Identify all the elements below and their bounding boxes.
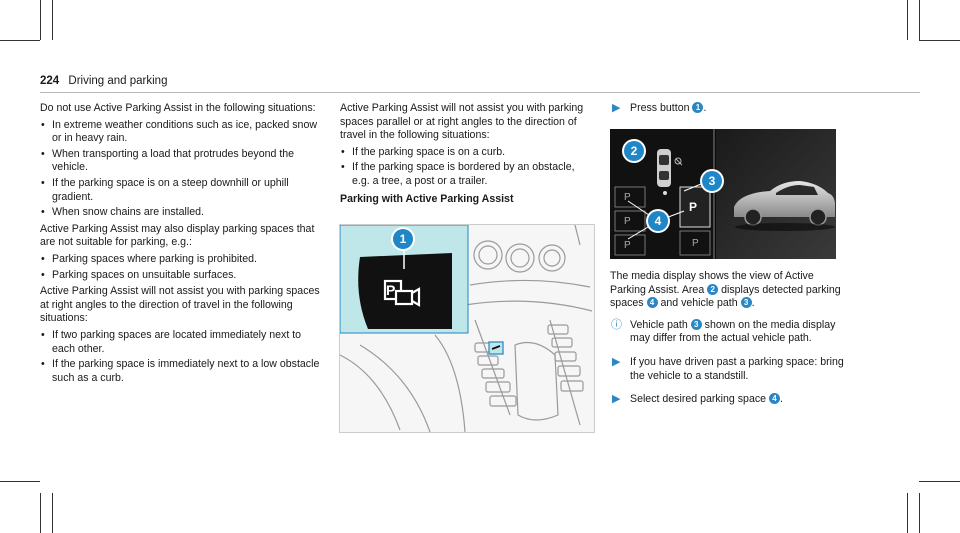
console-drawing: P xyxy=(340,225,593,432)
p-label: P xyxy=(624,240,631,251)
instruction-step: ▶ If you have driven past a parking spac… xyxy=(612,355,844,382)
callout-badge: 3 xyxy=(740,297,752,309)
crop-mark xyxy=(907,493,908,533)
crop-mark xyxy=(0,40,40,41)
callout-badge: 2 xyxy=(707,283,719,295)
figure-description: The media display shows the view of Acti… xyxy=(610,270,841,310)
callout-badge: 1 xyxy=(692,102,704,113)
media-display-screenshot: P P P P P 2 3 4 xyxy=(610,129,836,259)
intro-text: Do not use Active Parking Assist in the … xyxy=(40,102,316,114)
unsuitable-list: Parking spaces where parking is prohibit… xyxy=(40,253,324,282)
list-item: In extreme weather conditions such as ic… xyxy=(40,119,324,146)
paragraph: Active Parking Assist will not assist yo… xyxy=(340,102,584,142)
list-item: If the parking space is immediately next… xyxy=(40,358,324,385)
instruction-step: ▶ Select desired parking space 4. xyxy=(612,393,783,406)
callout-badge: 4 xyxy=(646,297,658,309)
p-label: P xyxy=(689,200,697,214)
page-header: 224 Driving and parking xyxy=(40,75,167,87)
crop-mark xyxy=(919,481,960,482)
info-note: ⓘ Vehicle path 3 shown on the media disp… xyxy=(611,318,836,345)
callout-4: 4 xyxy=(648,211,668,231)
crop-mark xyxy=(919,493,920,533)
column-3-lower: The media display shows the view of Acti… xyxy=(610,270,846,417)
section-heading: Parking with Active Parking Assist xyxy=(340,192,514,205)
callout-3: 3 xyxy=(702,171,722,191)
list-item: Parking spaces on unsuitable surfaces. xyxy=(40,269,324,283)
header-rule xyxy=(40,92,920,93)
right-angle-list: If two parking spaces are located immedi… xyxy=(40,329,324,385)
paragraph: Active Parking Assist may also display p… xyxy=(40,222,315,249)
list-item: When snow chains are installed. xyxy=(40,206,324,220)
crop-mark xyxy=(919,0,920,40)
svg-text:P: P xyxy=(386,282,395,298)
crop-mark xyxy=(907,0,908,40)
instruction-step: ▶ Press button 1. xyxy=(612,102,707,114)
crop-mark xyxy=(52,0,53,40)
step-arrow-icon: ▶ xyxy=(612,102,621,114)
console-illustration: P 1 xyxy=(339,224,595,433)
callout-badge: 4 xyxy=(769,393,780,405)
p-label: P xyxy=(624,216,631,227)
crop-mark xyxy=(0,481,40,482)
crop-mark xyxy=(40,0,41,40)
crop-mark xyxy=(52,493,53,533)
list-item: When transporting a load that protrudes … xyxy=(40,148,324,175)
list-item: If the parking space is on a steep downh… xyxy=(40,177,324,204)
section-title: Driving and parking xyxy=(68,75,168,87)
callout-badge: 3 xyxy=(690,318,702,330)
callout-2: 2 xyxy=(624,141,644,161)
crop-mark xyxy=(919,40,960,41)
situations-list: In extreme weather conditions such as ic… xyxy=(40,119,324,220)
p-label: P xyxy=(624,192,631,203)
step-arrow-icon: ▶ xyxy=(612,393,621,406)
column-1: Do not use Active Parking Assist in the … xyxy=(40,102,324,388)
list-item: If the parking space is bordered by an o… xyxy=(340,161,594,188)
list-item: Parking spaces where parking is prohibit… xyxy=(40,253,324,267)
info-icon: ⓘ xyxy=(611,318,622,331)
list-item: If the parking space is on a curb. xyxy=(340,146,594,160)
column-3: ▶ Press button 1. xyxy=(610,102,846,126)
crop-mark xyxy=(40,493,41,533)
step-arrow-icon: ▶ xyxy=(612,355,621,368)
media-display-drawing: P P P P P xyxy=(610,129,836,259)
curb-list: If the parking space is on a curb. If th… xyxy=(340,146,594,189)
p-label: P xyxy=(692,238,699,249)
callout-1: 1 xyxy=(393,229,413,249)
page-number: 224 xyxy=(40,75,60,87)
list-item: If two parking spaces are located immedi… xyxy=(40,329,324,356)
paragraph: Active Parking Assist will not assist yo… xyxy=(40,285,320,325)
column-2: Active Parking Assist will not assist yo… xyxy=(340,102,594,212)
